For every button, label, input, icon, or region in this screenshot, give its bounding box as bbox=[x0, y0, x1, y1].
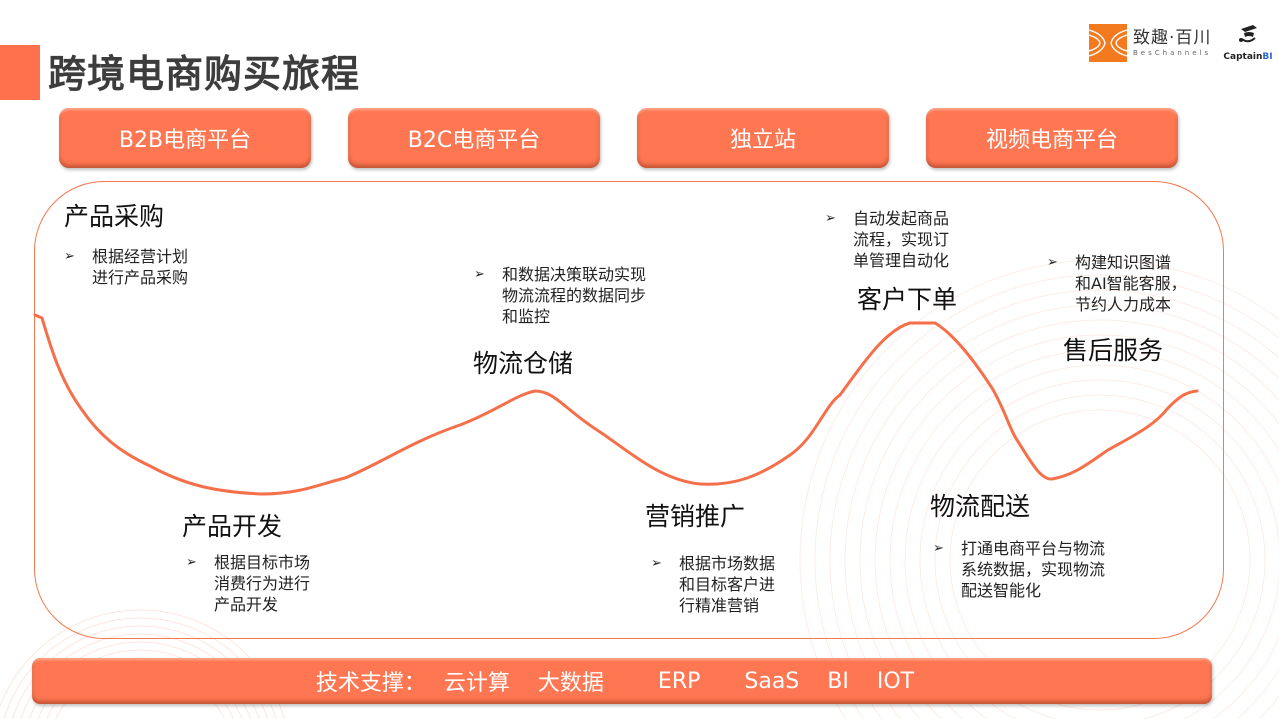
tech-item-bigdata: 大数据 bbox=[537, 671, 604, 696]
stage-title-ordering: 客户下单 bbox=[857, 285, 958, 314]
tech-item-bi: BI bbox=[827, 668, 849, 694]
stage-desc-ordering: ➢ 自动发起商品流程，实现订单管理自动化 bbox=[825, 209, 950, 270]
captainbi-logo: CaptainBI bbox=[1222, 22, 1274, 62]
bullet-arrow-icon: ➢ bbox=[651, 556, 662, 571]
page-title: 跨境电商购买旅程 bbox=[48, 52, 361, 96]
stage-desc-warehousing: ➢ 和数据决策联动实现物流流程的数据同步和监控 bbox=[474, 265, 647, 326]
stage-title-marketing: 营销推广 bbox=[645, 502, 746, 531]
stage-desc-delivery: ➢ 打通电商平台与物流系统数据，实现物流配送智能化 bbox=[933, 539, 1106, 600]
platform-label: 视频电商平台 bbox=[985, 128, 1118, 153]
bullet-arrow-icon: ➢ bbox=[825, 211, 836, 226]
title-accent-bar bbox=[0, 45, 40, 100]
beschannels-logo: 致趣·百川 BesChannels bbox=[1089, 24, 1211, 62]
tech-support-bar: 技术支撑： 云计算 大数据 ERP SaaS BI IOT bbox=[32, 658, 1212, 704]
tech-item-iot: IOT bbox=[876, 668, 915, 694]
stage-desc-procurement: ➢ 根据经营计划进行产品采购 bbox=[64, 247, 189, 287]
stage-title-delivery: 物流配送 bbox=[930, 492, 1031, 521]
bullet-arrow-icon: ➢ bbox=[1047, 255, 1058, 270]
tech-item-saas: SaaS bbox=[744, 668, 800, 694]
platform-b2b-button[interactable]: B2B电商平台 bbox=[59, 108, 311, 168]
platform-video-ecommerce-button[interactable]: 视频电商平台 bbox=[926, 108, 1178, 168]
captain-hat-icon bbox=[1239, 25, 1257, 43]
captain-bi-text: BI bbox=[1262, 52, 1273, 62]
beschannels-logo-icon bbox=[1089, 24, 1127, 62]
platform-label: 独立站 bbox=[729, 128, 796, 153]
tech-support-label: 技术支撑： bbox=[315, 671, 426, 696]
tech-item-cloud: 云计算 bbox=[443, 671, 510, 696]
stage-desc-marketing: ➢ 根据市场数据和目标客户进行精准营销 bbox=[651, 554, 776, 615]
platform-label: B2C电商平台 bbox=[407, 128, 541, 153]
bullet-arrow-icon: ➢ bbox=[474, 267, 485, 282]
captain-text: Captain bbox=[1223, 52, 1263, 62]
bullet-arrow-icon: ➢ bbox=[933, 541, 944, 556]
platform-b2c-button[interactable]: B2C电商平台 bbox=[348, 108, 600, 168]
logo-en-text: BesChannels bbox=[1133, 49, 1212, 57]
stage-title-warehousing: 物流仓储 bbox=[473, 349, 574, 378]
platform-independent-site-button[interactable]: 独立站 bbox=[637, 108, 889, 168]
stage-desc-after-sales: ➢ 构建知识图谱和AI智能客服，节约人力成本 bbox=[1047, 253, 1187, 314]
bullet-arrow-icon: ➢ bbox=[186, 555, 197, 570]
platform-label: B2B电商平台 bbox=[118, 128, 252, 153]
bullet-arrow-icon: ➢ bbox=[64, 249, 75, 264]
logo-cn-text: 致趣·百川 bbox=[1133, 28, 1212, 48]
stage-title-procurement: 产品采购 bbox=[64, 202, 165, 231]
stage-title-after-sales: 售后服务 bbox=[1063, 336, 1164, 365]
tech-item-erp: ERP bbox=[657, 668, 701, 694]
stage-title-development: 产品开发 bbox=[182, 512, 283, 541]
stage-desc-development: ➢ 根据目标市场消费行为进行产品开发 bbox=[186, 553, 311, 614]
